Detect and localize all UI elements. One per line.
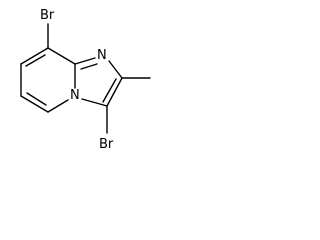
bond-c8-c8a <box>47 47 76 65</box>
bond-c6-c5-double <box>26 92 47 106</box>
bond-c3-n4 <box>81 98 108 107</box>
bond-c2-c3-double <box>102 78 117 103</box>
atom-br-top: Br <box>40 8 55 23</box>
bond-c5-n4 <box>47 99 69 113</box>
bond-c8a-n1-double <box>80 63 98 70</box>
bond-c6-c5 <box>20 95 49 113</box>
bond-c2-c3 <box>106 77 123 107</box>
atom-n-imidazole: N <box>97 48 107 63</box>
bond-c8-c7-double <box>25 54 46 67</box>
bond-c8-c7 <box>20 47 49 65</box>
bond-group <box>20 23 151 134</box>
bond-n1-c2 <box>108 60 123 79</box>
atom-br-bottom: Br <box>99 137 114 152</box>
bond-c8a-n1 <box>74 57 96 65</box>
molecule-structure: Br N N Br <box>20 8 151 152</box>
atom-label-group: Br N N Br <box>40 8 114 152</box>
atom-n-bridge: N <box>70 88 80 103</box>
